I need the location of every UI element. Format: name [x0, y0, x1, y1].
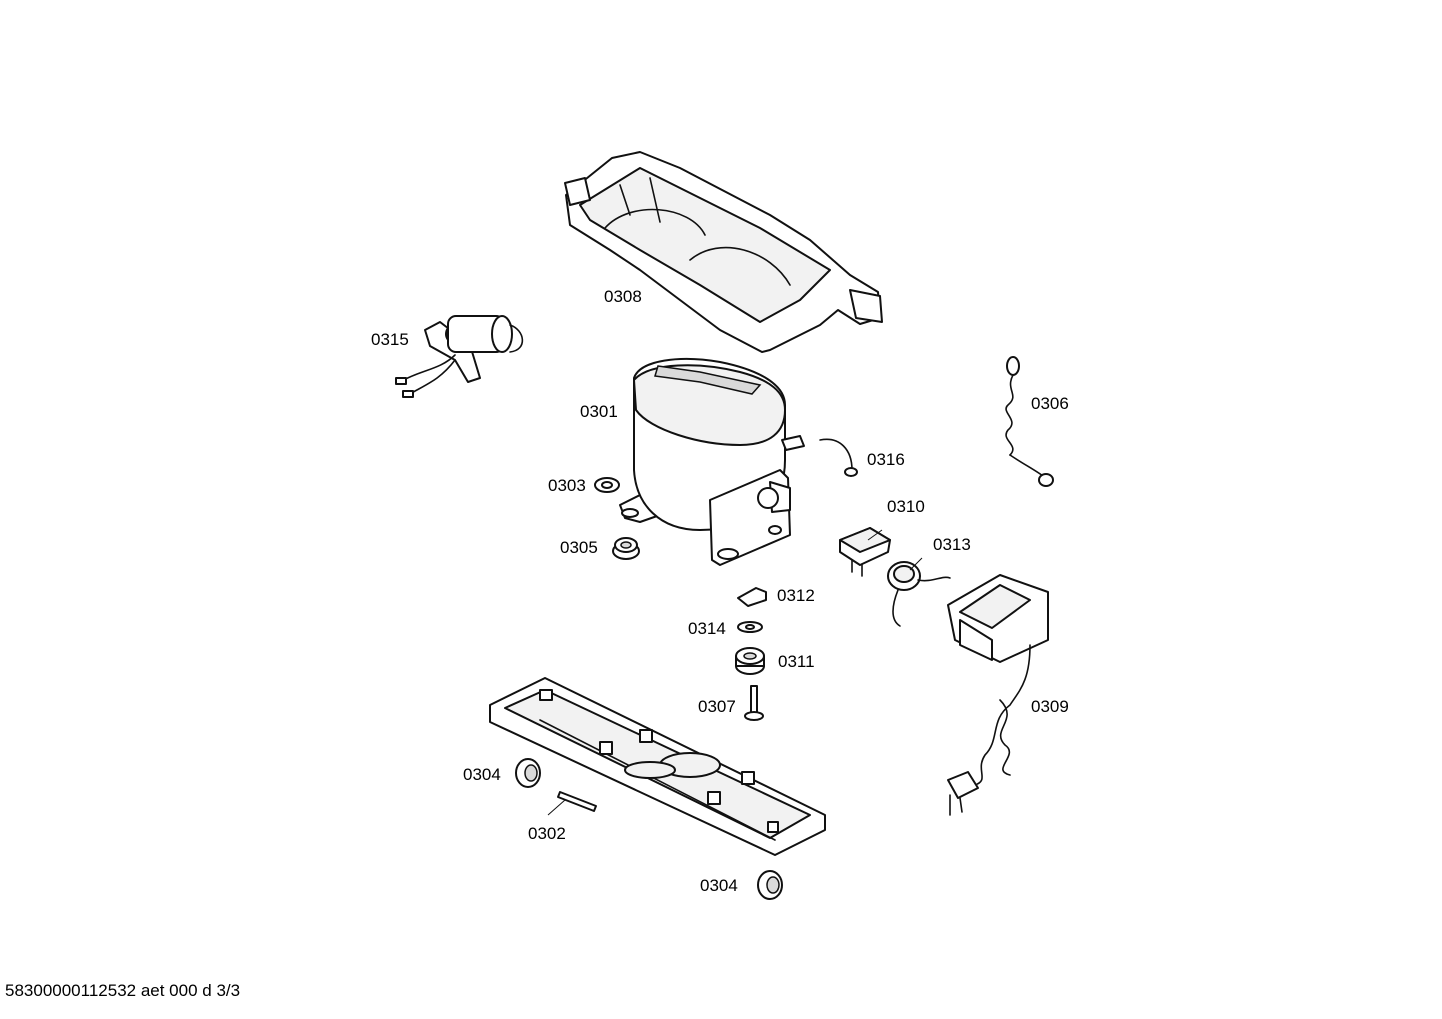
label-0306: 0306	[1031, 394, 1069, 413]
part-0314-washer	[737, 621, 763, 633]
part-0312-clip	[737, 587, 767, 607]
label-0312: 0312	[777, 586, 815, 605]
label-0303: 0303	[548, 476, 586, 495]
part-0305-grommet	[612, 537, 640, 560]
label-0305: 0305	[560, 538, 598, 557]
part-0304-roller-bottom	[757, 870, 783, 900]
label-0314: 0314	[688, 619, 726, 638]
part-0315-capacitor	[395, 315, 524, 398]
label-0301: 0301	[580, 402, 618, 421]
part-0316-pipe	[819, 438, 858, 477]
leader-lines	[547, 529, 923, 816]
part-base-rail	[489, 677, 826, 856]
part-0313-overload	[887, 561, 951, 627]
part-0311-bush	[735, 647, 765, 675]
part-0306-spring	[1005, 356, 1054, 487]
label-0313: 0313	[933, 535, 971, 554]
label-0316: 0316	[867, 450, 905, 469]
label-0307: 0307	[698, 697, 736, 716]
label-0310: 0310	[887, 497, 925, 516]
part-0301-compressor	[619, 357, 805, 566]
part-0303-washer	[594, 477, 620, 493]
part-0304-roller-left	[515, 758, 541, 788]
label-0311: 0311	[778, 652, 815, 671]
label-0308: 0308	[604, 287, 642, 306]
part-0307-bolt	[744, 685, 764, 721]
part-0308-drip-tray	[564, 151, 883, 353]
label-0304-bottom: 0304	[700, 876, 738, 895]
label-0315: 0315	[371, 330, 409, 349]
label-0302: 0302	[528, 824, 566, 843]
label-0309: 0309	[1031, 697, 1069, 716]
part-0302-pin	[557, 791, 597, 812]
part-0309-power-unit	[947, 574, 1049, 816]
label-0304-left: 0304	[463, 765, 501, 784]
part-0310-relay	[839, 527, 891, 577]
document-reference: 58300000112532 aet 000 d 3/3	[5, 981, 241, 1000]
